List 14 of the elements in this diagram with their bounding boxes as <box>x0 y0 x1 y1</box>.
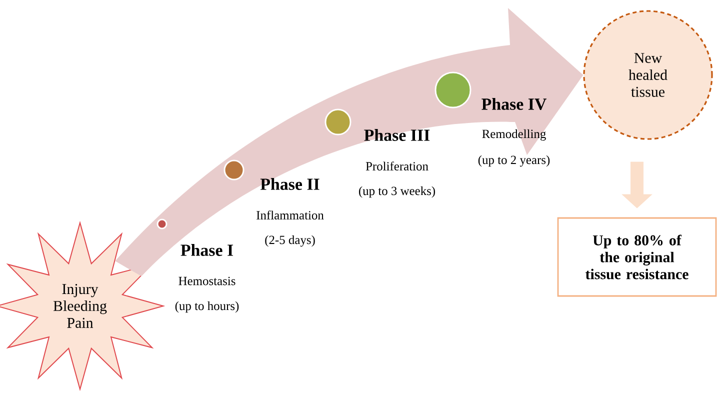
phase-description: Proliferation <box>366 162 428 170</box>
phase-description: (up to 2 years) <box>478 155 550 167</box>
phase-title: Phase III <box>364 129 430 141</box>
phase-description: (up to 3 weeks) <box>359 186 436 198</box>
result-box: Up to 80% of the original tissue resistance <box>557 217 717 297</box>
phase-description: Remodelling <box>482 129 546 141</box>
curved-block-arrow <box>115 8 584 276</box>
phase-description: (2-5 days) <box>265 235 315 247</box>
phase-description: (up to hours) <box>175 301 239 313</box>
phase-description: Inflammation <box>256 210 324 220</box>
phase-title: Phase II <box>260 178 320 190</box>
phase-title: Phase IV <box>482 98 547 110</box>
phase-description: Hemostasis <box>178 276 236 286</box>
phase-title: Phase I <box>180 244 234 256</box>
